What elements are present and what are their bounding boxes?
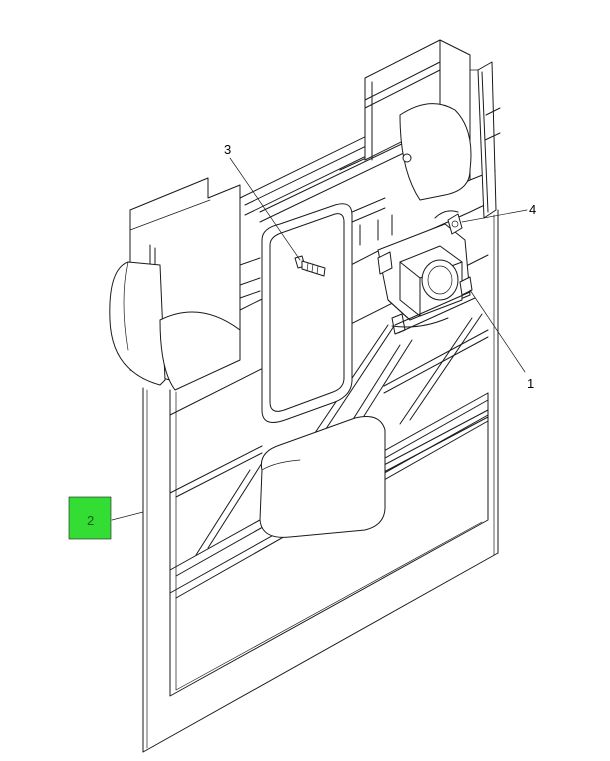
center-tank <box>259 416 386 538</box>
callout-3[interactable]: 3 <box>224 142 231 157</box>
leader-lines <box>111 157 528 521</box>
leader-line-4 <box>461 209 528 223</box>
callout-4[interactable]: 4 <box>529 202 536 217</box>
callouts: 3 4 1 2 <box>68 142 536 540</box>
bolt-part-3 <box>294 255 326 277</box>
clip-part-4 <box>434 210 463 235</box>
highlight-box[interactable] <box>68 496 112 540</box>
callout-2-highlight[interactable]: 2 <box>68 496 112 540</box>
blower-motor-part-1 <box>377 223 476 335</box>
leader-line-2 <box>111 511 144 521</box>
callout-2[interactable]: 2 <box>87 513 94 528</box>
mounting-hole <box>402 153 412 163</box>
leader-line-3 <box>229 157 301 261</box>
back-panel <box>142 209 499 753</box>
fastener-near-1 <box>459 276 473 296</box>
upper-housing <box>109 39 501 423</box>
callout-1[interactable]: 1 <box>527 376 534 391</box>
leader-line-1 <box>469 289 526 373</box>
